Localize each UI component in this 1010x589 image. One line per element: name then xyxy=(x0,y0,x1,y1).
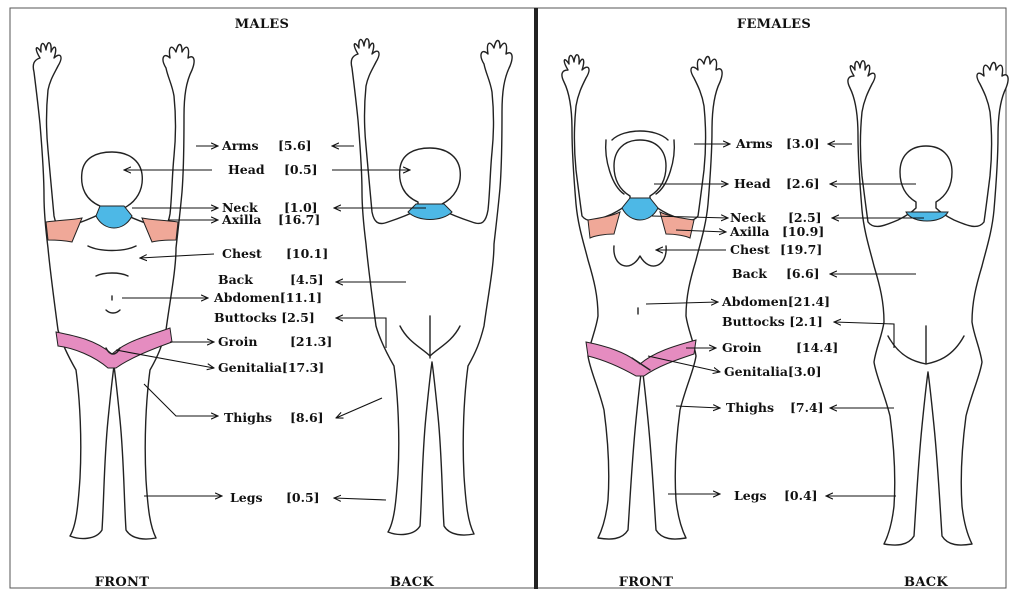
male-groin-value: [21.3] xyxy=(290,334,332,349)
male-genitalia-label: Genitalia[17.3] xyxy=(218,360,324,375)
female-neck-value: [2.5] xyxy=(788,210,822,225)
male-legs-label: Legs xyxy=(230,490,263,505)
female-head-label: Head xyxy=(734,176,771,191)
male-thighs-value: [8.6] xyxy=(290,410,324,425)
female-arms-value: [3.0] xyxy=(786,136,820,151)
male-head-value: [0.5] xyxy=(284,162,318,177)
females-title: FEMALES xyxy=(737,17,811,32)
female-back-figure xyxy=(848,61,1008,545)
male-legs-value: [0.5] xyxy=(286,490,320,505)
female-chest-value: [19.7] xyxy=(780,242,822,257)
male-chest-value: [10.1] xyxy=(286,246,328,261)
male-axilla-label: Axilla xyxy=(221,212,262,227)
male-back-caption: BACK xyxy=(390,575,434,589)
male-abdomen-label: Abdomen[11.1] xyxy=(213,290,322,305)
male-back-figure xyxy=(351,39,512,535)
female-front-figure xyxy=(562,55,722,539)
male-groin-label: Groin xyxy=(218,334,257,349)
female-buttocks-label: Buttocks [2.1] xyxy=(722,314,823,329)
female-front-caption: FRONT xyxy=(619,575,673,589)
male-chest-label: Chest xyxy=(222,246,262,261)
male-thighs-label: Thighs xyxy=(224,410,272,425)
female-thighs-value: [7.4] xyxy=(790,400,824,415)
female-label-column: Arms [3.0] Head [2.6] Neck [2.5] Axilla … xyxy=(646,136,924,503)
male-front-caption: FRONT xyxy=(95,575,149,589)
males-panel: MALES Arms [5.6] Head [0.5] xyxy=(33,17,512,589)
female-back-label: Back xyxy=(732,266,767,281)
female-arms-label: Arms xyxy=(735,136,773,151)
male-front-figure xyxy=(33,43,194,539)
female-groin-value: [14.4] xyxy=(796,340,838,355)
female-groin-label: Groin xyxy=(722,340,761,355)
male-back-value: [4.5] xyxy=(290,272,324,287)
female-back-caption: BACK xyxy=(904,575,948,589)
male-buttocks-label: Buttocks [2.5] xyxy=(214,310,315,325)
female-back-value: [6.6] xyxy=(786,266,820,281)
male-back-label: Back xyxy=(218,272,253,287)
male-axilla-value: [16.7] xyxy=(278,212,320,227)
males-title: MALES xyxy=(235,17,289,32)
male-arms-value: [5.6] xyxy=(278,138,312,153)
female-chest-label: Chest xyxy=(730,242,770,257)
female-head-value: [2.6] xyxy=(786,176,820,191)
female-neck-label: Neck xyxy=(730,210,766,225)
female-legs-label: Legs xyxy=(734,488,767,503)
female-genitalia-label: Genitalia[3.0] xyxy=(724,364,822,379)
male-arms-label: Arms xyxy=(221,138,259,153)
females-panel: FEMALES Arms [3.0] Head [2.6] Neck [2.5] xyxy=(562,17,1008,589)
female-legs-value: [0.4] xyxy=(784,488,818,503)
male-head-label: Head xyxy=(228,162,265,177)
female-abdomen-label: Abdomen[21.4] xyxy=(721,294,830,309)
female-axilla-label: Axilla xyxy=(729,224,770,239)
female-thighs-label: Thighs xyxy=(726,400,774,415)
female-axilla-value: [10.9] xyxy=(782,224,824,239)
